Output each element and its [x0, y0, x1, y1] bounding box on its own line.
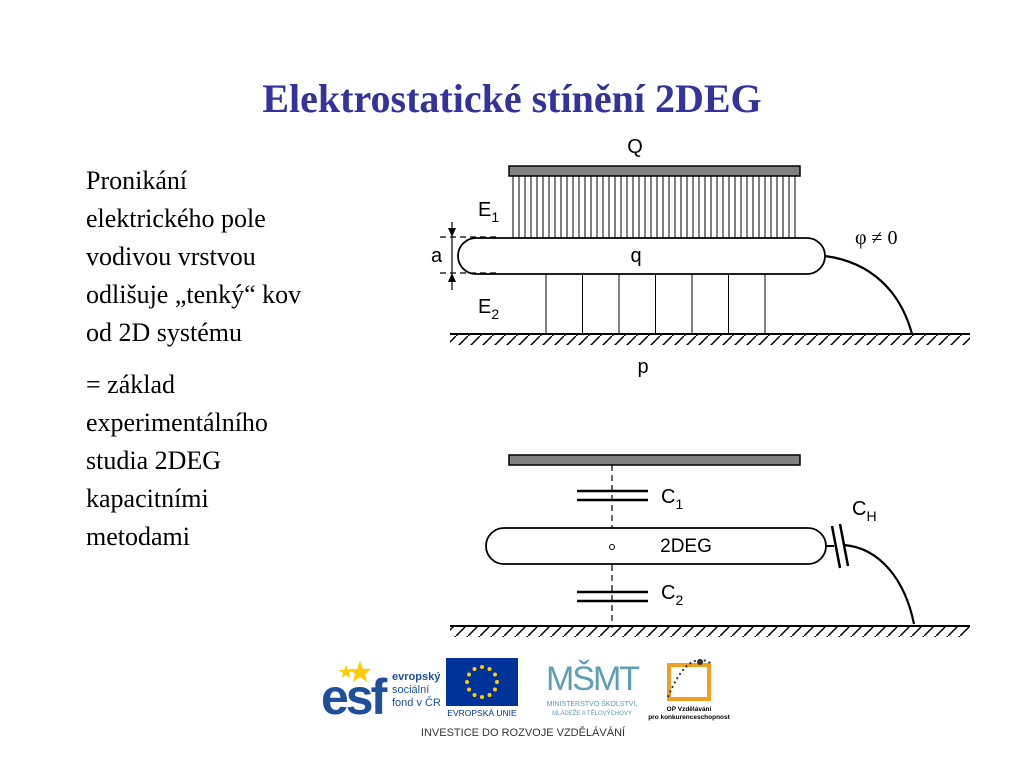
star-icon: [495, 680, 499, 684]
eu-stars: [465, 665, 499, 699]
esf-text-line2: sociální: [392, 684, 429, 696]
esf-text-line1: evropský: [392, 671, 441, 683]
label-CH: CH: [852, 498, 877, 524]
paragraph-1: Pronikání elektrického pole vodivou vrst…: [86, 162, 386, 352]
slide-title: Elektrostatické stínění 2DEG: [262, 76, 762, 121]
label-a: a: [431, 245, 443, 267]
msmt-logo: MŠMT MINISTERSTVO ŠKOLSTVÍ, MLÁDEŽE A TĚ…: [546, 660, 641, 717]
footer-logos: esf evropský sociální fond v ČR EVROPSKÁ…: [321, 657, 731, 739]
label-E1: E1: [478, 199, 499, 225]
paragraph-2: = základ experimentálního studia 2DEG ka…: [86, 366, 386, 556]
star-icon: [487, 693, 492, 697]
msmt-line2: MLÁDEŽE A TĚLOVÝCHOVY: [552, 709, 632, 717]
star-icon: [467, 672, 471, 677]
label-p: p: [637, 356, 648, 378]
text-line: Pronikání: [86, 166, 188, 195]
text-line: odlišuje „tenký“ kov: [86, 280, 302, 309]
2deg-layer: [485, 527, 827, 565]
text-line: = základ: [86, 370, 176, 399]
top-electrode-bottom: [508, 454, 801, 466]
footer-tagline: INVESTICE DO ROZVOJE VZDĚLÁVÁNÍ: [421, 726, 626, 739]
star-icon: [480, 665, 484, 669]
center-point: [609, 544, 615, 550]
star-icon: [487, 667, 492, 671]
text-line: experimentálního: [86, 408, 268, 437]
label-E2: E2: [478, 296, 499, 322]
text-line: elektrického pole: [86, 204, 266, 233]
text-line: studia 2DEG: [86, 446, 222, 475]
conducting-layer: [457, 237, 826, 275]
top-electrode: [508, 165, 801, 177]
field-lines-e2: [545, 274, 766, 334]
star-icon: [472, 667, 477, 671]
top-diagram: Q q E1 E2 a φ ≠ 0 p: [431, 136, 970, 378]
eu-label: EVROPSKÁ UNIE: [447, 708, 517, 718]
star-icon: [480, 695, 484, 699]
field-lines-e1: [512, 176, 796, 238]
text-line: vodivou vrstvou: [86, 242, 256, 271]
star-icon: [493, 672, 497, 677]
ground-hatch-bottom: [450, 627, 970, 637]
text-line: metodami: [86, 522, 190, 551]
ground-wire-bottom: [843, 543, 916, 625]
op-line2: pro konkurenceschopnost: [648, 714, 730, 721]
star-icon: [467, 687, 471, 692]
ground-wire-top: [824, 254, 914, 335]
op-line1: OP Vzdělávání: [667, 706, 712, 713]
op-logo: OP Vzdělávání pro konkurenceschopnost: [648, 659, 731, 721]
msmt-mark: MŠMT: [546, 660, 639, 698]
star-icon: [339, 665, 353, 678]
arrow-head-down: [448, 228, 456, 237]
label-Q: Q: [627, 136, 643, 158]
body-text: Pronikání elektrického pole vodivou vrst…: [86, 162, 386, 556]
esf-logo-bg: [321, 657, 439, 717]
label-C2: C2: [661, 582, 683, 608]
label-2DEG: 2DEG: [660, 536, 712, 557]
bottom-diagram: C1 2DEG C2 CH: [450, 454, 970, 637]
text-line: od 2D systému: [86, 318, 242, 347]
label-q: q: [630, 245, 641, 267]
star-icon: [472, 693, 477, 697]
star-icon: [465, 680, 469, 684]
star-icon: [349, 661, 371, 682]
msmt-line1: MINISTERSTVO ŠKOLSTVÍ,: [547, 699, 638, 708]
arrow-head-up: [448, 273, 456, 282]
esf-text-line3: fond v ČR: [392, 696, 441, 709]
esf-logo: esf evropský sociální fond v ČR: [321, 657, 441, 725]
ground-hatch-top: [450, 335, 970, 345]
star-icon: [493, 687, 497, 692]
op-dot: [697, 659, 703, 665]
label-phi: φ ≠ 0: [855, 227, 898, 249]
label-C1: C1: [661, 486, 683, 512]
op-frame: [667, 663, 711, 701]
eu-flag-logo: EVROPSKÁ UNIE: [446, 658, 518, 718]
text-line: kapacitními: [86, 484, 209, 513]
capacitor-ch-plate: [830, 525, 842, 569]
